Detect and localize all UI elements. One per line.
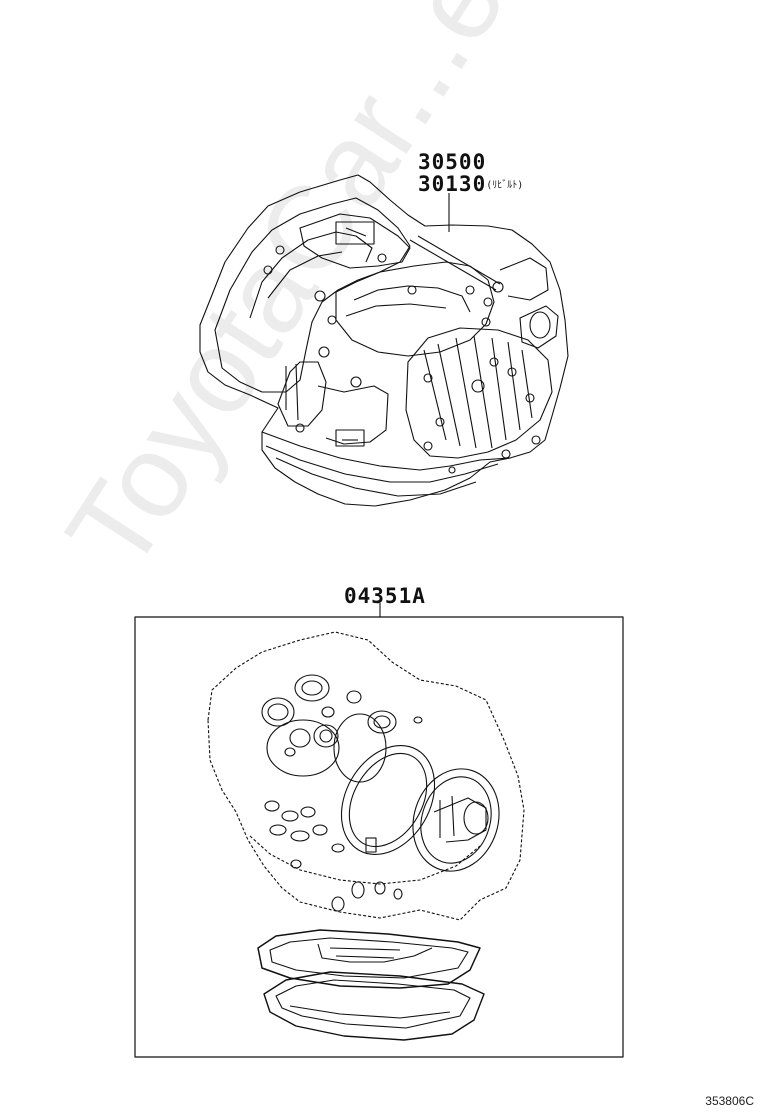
figure-code: 353806C bbox=[705, 1094, 754, 1108]
part-number-gasket-kit: 04351A bbox=[344, 584, 426, 608]
gasket-kit-group bbox=[134, 603, 624, 1058]
part-number-30130-text: 30130 bbox=[418, 172, 487, 196]
transaxle-assembly-illustration bbox=[199, 174, 569, 507]
part-number-transaxle-30130: 30130(ﾘﾋﾞﾙﾄ) bbox=[418, 172, 523, 196]
part-number-transaxle-30500: 30500 bbox=[418, 150, 487, 174]
rebuilt-note: (ﾘﾋﾞﾙﾄ) bbox=[486, 180, 524, 191]
